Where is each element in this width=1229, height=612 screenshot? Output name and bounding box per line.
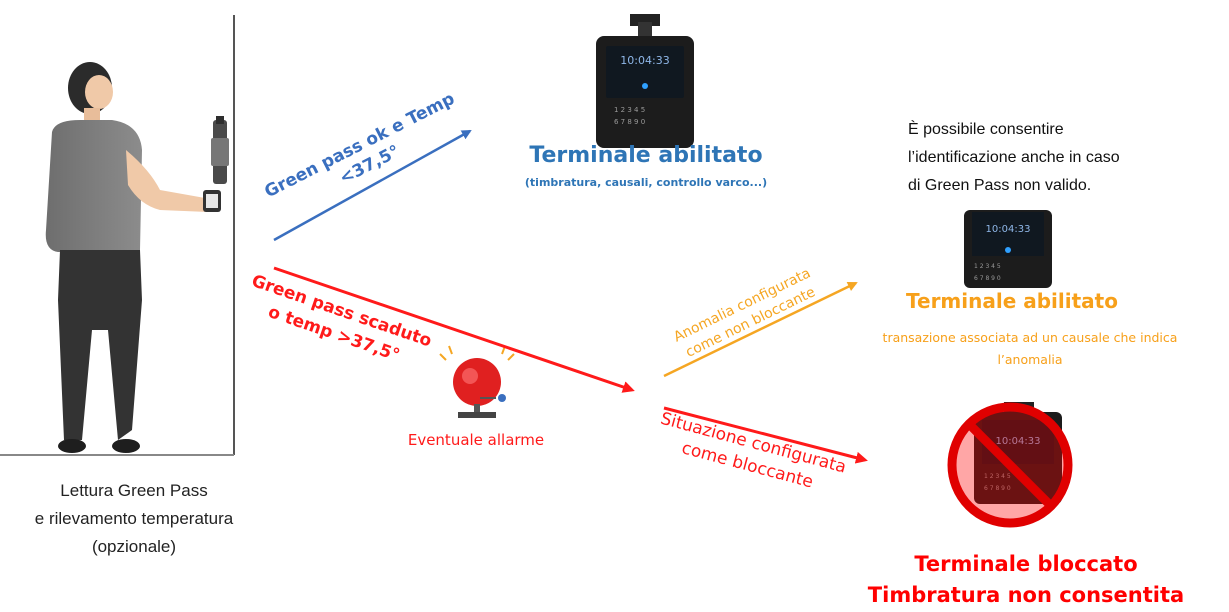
person-caption-line1: Lettura Green Pass — [60, 481, 207, 500]
arrow-ok-path — [273, 129, 472, 242]
ok-path-label-line1: Green pass ok e Temp — [261, 89, 457, 202]
enabled-top-subtitle: (timbratura, causali, controllo varco...… — [525, 176, 767, 189]
person-figure — [45, 62, 221, 453]
terminal-top-time: 10:04:33 — [620, 54, 669, 67]
person-caption: Lettura Green Pass e rilevamento tempera… — [35, 481, 234, 556]
note-line3: di Green Pass non valido. — [908, 177, 1091, 194]
blocked-title-line1: Terminale bloccato — [914, 552, 1137, 576]
prohibited-circle — [947, 402, 1073, 528]
svg-text:1 2 3 4 5: 1 2 3 4 5 — [974, 263, 1001, 270]
person-caption-line2: e rilevamento temperatura — [35, 509, 234, 528]
svg-text:6 7 8 9 0: 6 7 8 9 0 — [974, 275, 1001, 282]
alarm-bell-icon — [439, 345, 515, 418]
terminal-top-icon: 10:04:33 1 2 3 4 5 6 7 8 9 0 — [596, 14, 694, 148]
anomaly-path-label: Anomalia configurata come non bloccante — [671, 265, 818, 361]
terminal-anomaly-time: 10:04:33 — [986, 224, 1031, 235]
person-caption-line3: (opzionale) — [92, 537, 176, 556]
note-line1: È possibile consentire — [908, 119, 1064, 138]
svg-text:6 7 8 9 0: 6 7 8 9 0 — [614, 118, 645, 126]
arrow-ko-path — [273, 266, 635, 393]
blocked-title-line2: Timbratura non consentita — [868, 583, 1184, 607]
note-block: È possibile consentire l’identificazione… — [908, 119, 1120, 194]
enabled-anomaly-title: Terminale abilitato — [906, 289, 1118, 313]
ko-path-label: Green pass scaduto o temp >37,5° — [249, 271, 434, 366]
terminal-blocked-time: 10:04:33 — [996, 436, 1041, 447]
alarm-label: Eventuale allarme — [408, 431, 544, 449]
arrow-blocking-path — [663, 406, 868, 464]
terminal-anomaly-icon: 10:04:33 1 2 3 4 5 6 7 8 9 0 — [964, 210, 1052, 288]
svg-text:6 7 8 9 0: 6 7 8 9 0 — [984, 485, 1011, 492]
svg-text:1 2 3 4 5: 1 2 3 4 5 — [984, 473, 1011, 480]
enabled-anomaly-subtitle-line1: transazione associata ad un causale che … — [883, 330, 1178, 345]
enabled-anomaly-subtitle-line2: l’anomalia — [997, 352, 1062, 367]
prohibited-slash — [965, 420, 1055, 510]
note-line2: l’identificazione anche in caso — [908, 149, 1120, 166]
arrow-anomaly-path — [663, 281, 858, 378]
wall-reader-device — [211, 116, 229, 184]
svg-text:1 2 3 4 5: 1 2 3 4 5 — [614, 106, 645, 114]
blocking-path-label: Situazione configurata come bloccante — [658, 409, 848, 493]
terminal-blocked-icon: 10:04:33 1 2 3 4 5 6 7 8 9 0 — [947, 402, 1073, 528]
ok-path-label: Green pass ok e Temp <37,5° — [261, 89, 457, 202]
enabled-top-title: Terminale abilitato — [529, 143, 762, 168]
